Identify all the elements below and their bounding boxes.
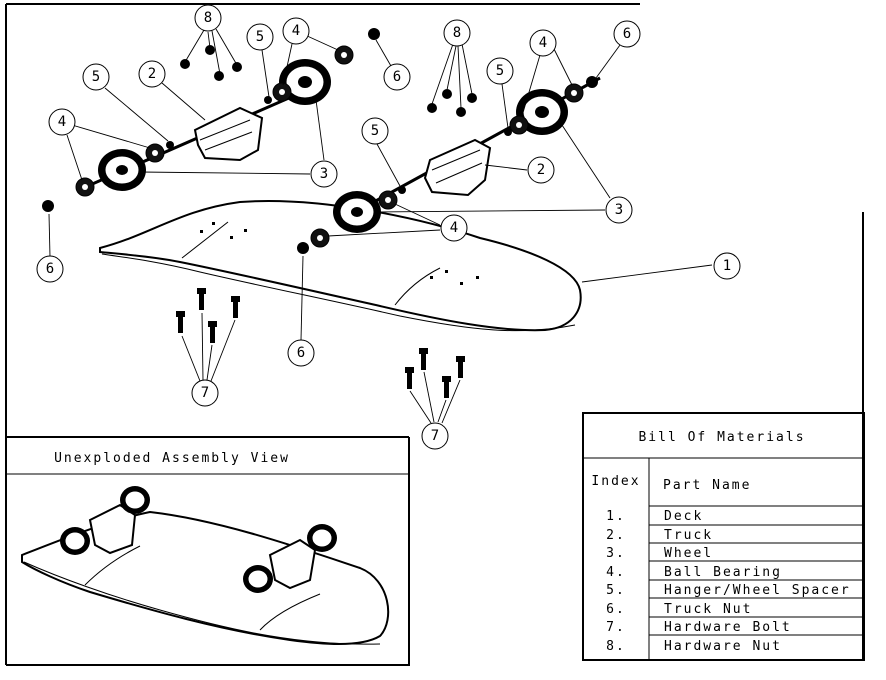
bom-row-8-name: Hardware Nut: [664, 639, 782, 654]
balloon-5-right: 5: [361, 117, 389, 145]
svg-text:1: 1: [723, 258, 731, 274]
balloon-1-deck: 1: [713, 252, 741, 280]
balloon-7-right: 7: [421, 422, 449, 450]
balloon-2-left: 2: [138, 60, 166, 88]
svg-text:5: 5: [371, 123, 379, 139]
bom-row-5-name: Hanger/Wheel Spacer: [664, 583, 851, 598]
balloon-5-left: 5: [82, 63, 110, 91]
balloon-7-left: 7: [191, 379, 219, 407]
bom-row-2-name: Truck: [664, 528, 713, 543]
svg-text:4: 4: [58, 114, 66, 130]
svg-text:4: 4: [539, 35, 547, 51]
balloon-4-left: 4: [48, 108, 76, 136]
hardware-bolts: [176, 288, 465, 398]
svg-text:4: 4: [292, 23, 300, 39]
svg-text:8: 8: [453, 25, 461, 41]
svg-text:5: 5: [92, 69, 100, 85]
bom-row-3-name: Wheel: [664, 546, 713, 561]
svg-text:2: 2: [148, 66, 156, 82]
svg-text:4: 4: [450, 220, 458, 236]
left-truck-assembly: [42, 28, 380, 212]
bom-row-6-name: Truck Nut: [664, 602, 752, 617]
right-truck-assembly: [297, 76, 601, 254]
svg-text:2: 2: [537, 162, 545, 178]
bom-row-8-index: 8.: [606, 639, 626, 654]
svg-text:7: 7: [201, 385, 209, 401]
svg-text:6: 6: [393, 69, 401, 85]
svg-text:6: 6: [297, 345, 305, 361]
bom-rows: 1. Deck 2. Truck 3. Wheel 4. Ball Bearin…: [606, 509, 851, 654]
balloon-3-right: 3: [605, 196, 633, 224]
svg-text:6: 6: [623, 26, 631, 42]
svg-text:3: 3: [615, 202, 623, 218]
balloon-4-right-lower: 4: [440, 214, 468, 242]
balloon-4-top-left: 4: [282, 17, 310, 45]
bom-row-1-index: 1.: [606, 509, 626, 524]
inset-title: Unexploded Assembly View: [54, 451, 290, 466]
bom-header-part-name: Part Name: [663, 478, 751, 493]
bom-row-3-index: 3.: [606, 546, 626, 561]
balloon-5-right-top: 5: [486, 57, 514, 85]
svg-text:7: 7: [431, 428, 439, 444]
svg-text:5: 5: [496, 63, 504, 79]
svg-text:5: 5: [256, 29, 264, 45]
bom-row-4-name: Ball Bearing: [664, 565, 782, 580]
svg-text:3: 3: [320, 166, 328, 182]
balloon-6-right-top: 6: [613, 20, 641, 48]
bom-row-2-index: 2.: [606, 528, 626, 543]
bill-of-materials-table: Bill Of Materials Index Part Name 1. Dec…: [582, 412, 865, 661]
leader-lines: [48, 28, 713, 424]
balloon-6-middle: 6: [287, 339, 315, 367]
balloon-5-top-left: 5: [246, 23, 274, 51]
bom-title: Bill Of Materials: [638, 430, 805, 445]
balloon-8-left: 8: [194, 4, 222, 32]
bom-row-1-name: Deck: [664, 509, 703, 524]
balloon-4-right-top: 4: [529, 29, 557, 57]
balloon-6-top: 6: [383, 63, 411, 91]
balloon-6-left: 6: [36, 255, 64, 283]
bom-row-7-name: Hardware Bolt: [664, 620, 792, 635]
balloon-2-right: 2: [527, 156, 555, 184]
balloon-3-left: 3: [310, 160, 338, 188]
balloon-8-right: 8: [443, 19, 471, 47]
svg-text:8: 8: [204, 10, 212, 26]
bom-row-5-index: 5.: [606, 583, 626, 598]
bom-header-index: Index: [591, 474, 640, 489]
bom-row-7-index: 7.: [606, 620, 626, 635]
unexploded-view-panel: Unexploded Assembly View: [6, 436, 410, 665]
bom-row-6-index: 6.: [606, 602, 626, 617]
bom-row-4-index: 4.: [606, 565, 626, 580]
svg-text:6: 6: [46, 261, 54, 277]
assembled-skateboard: [21, 486, 390, 645]
